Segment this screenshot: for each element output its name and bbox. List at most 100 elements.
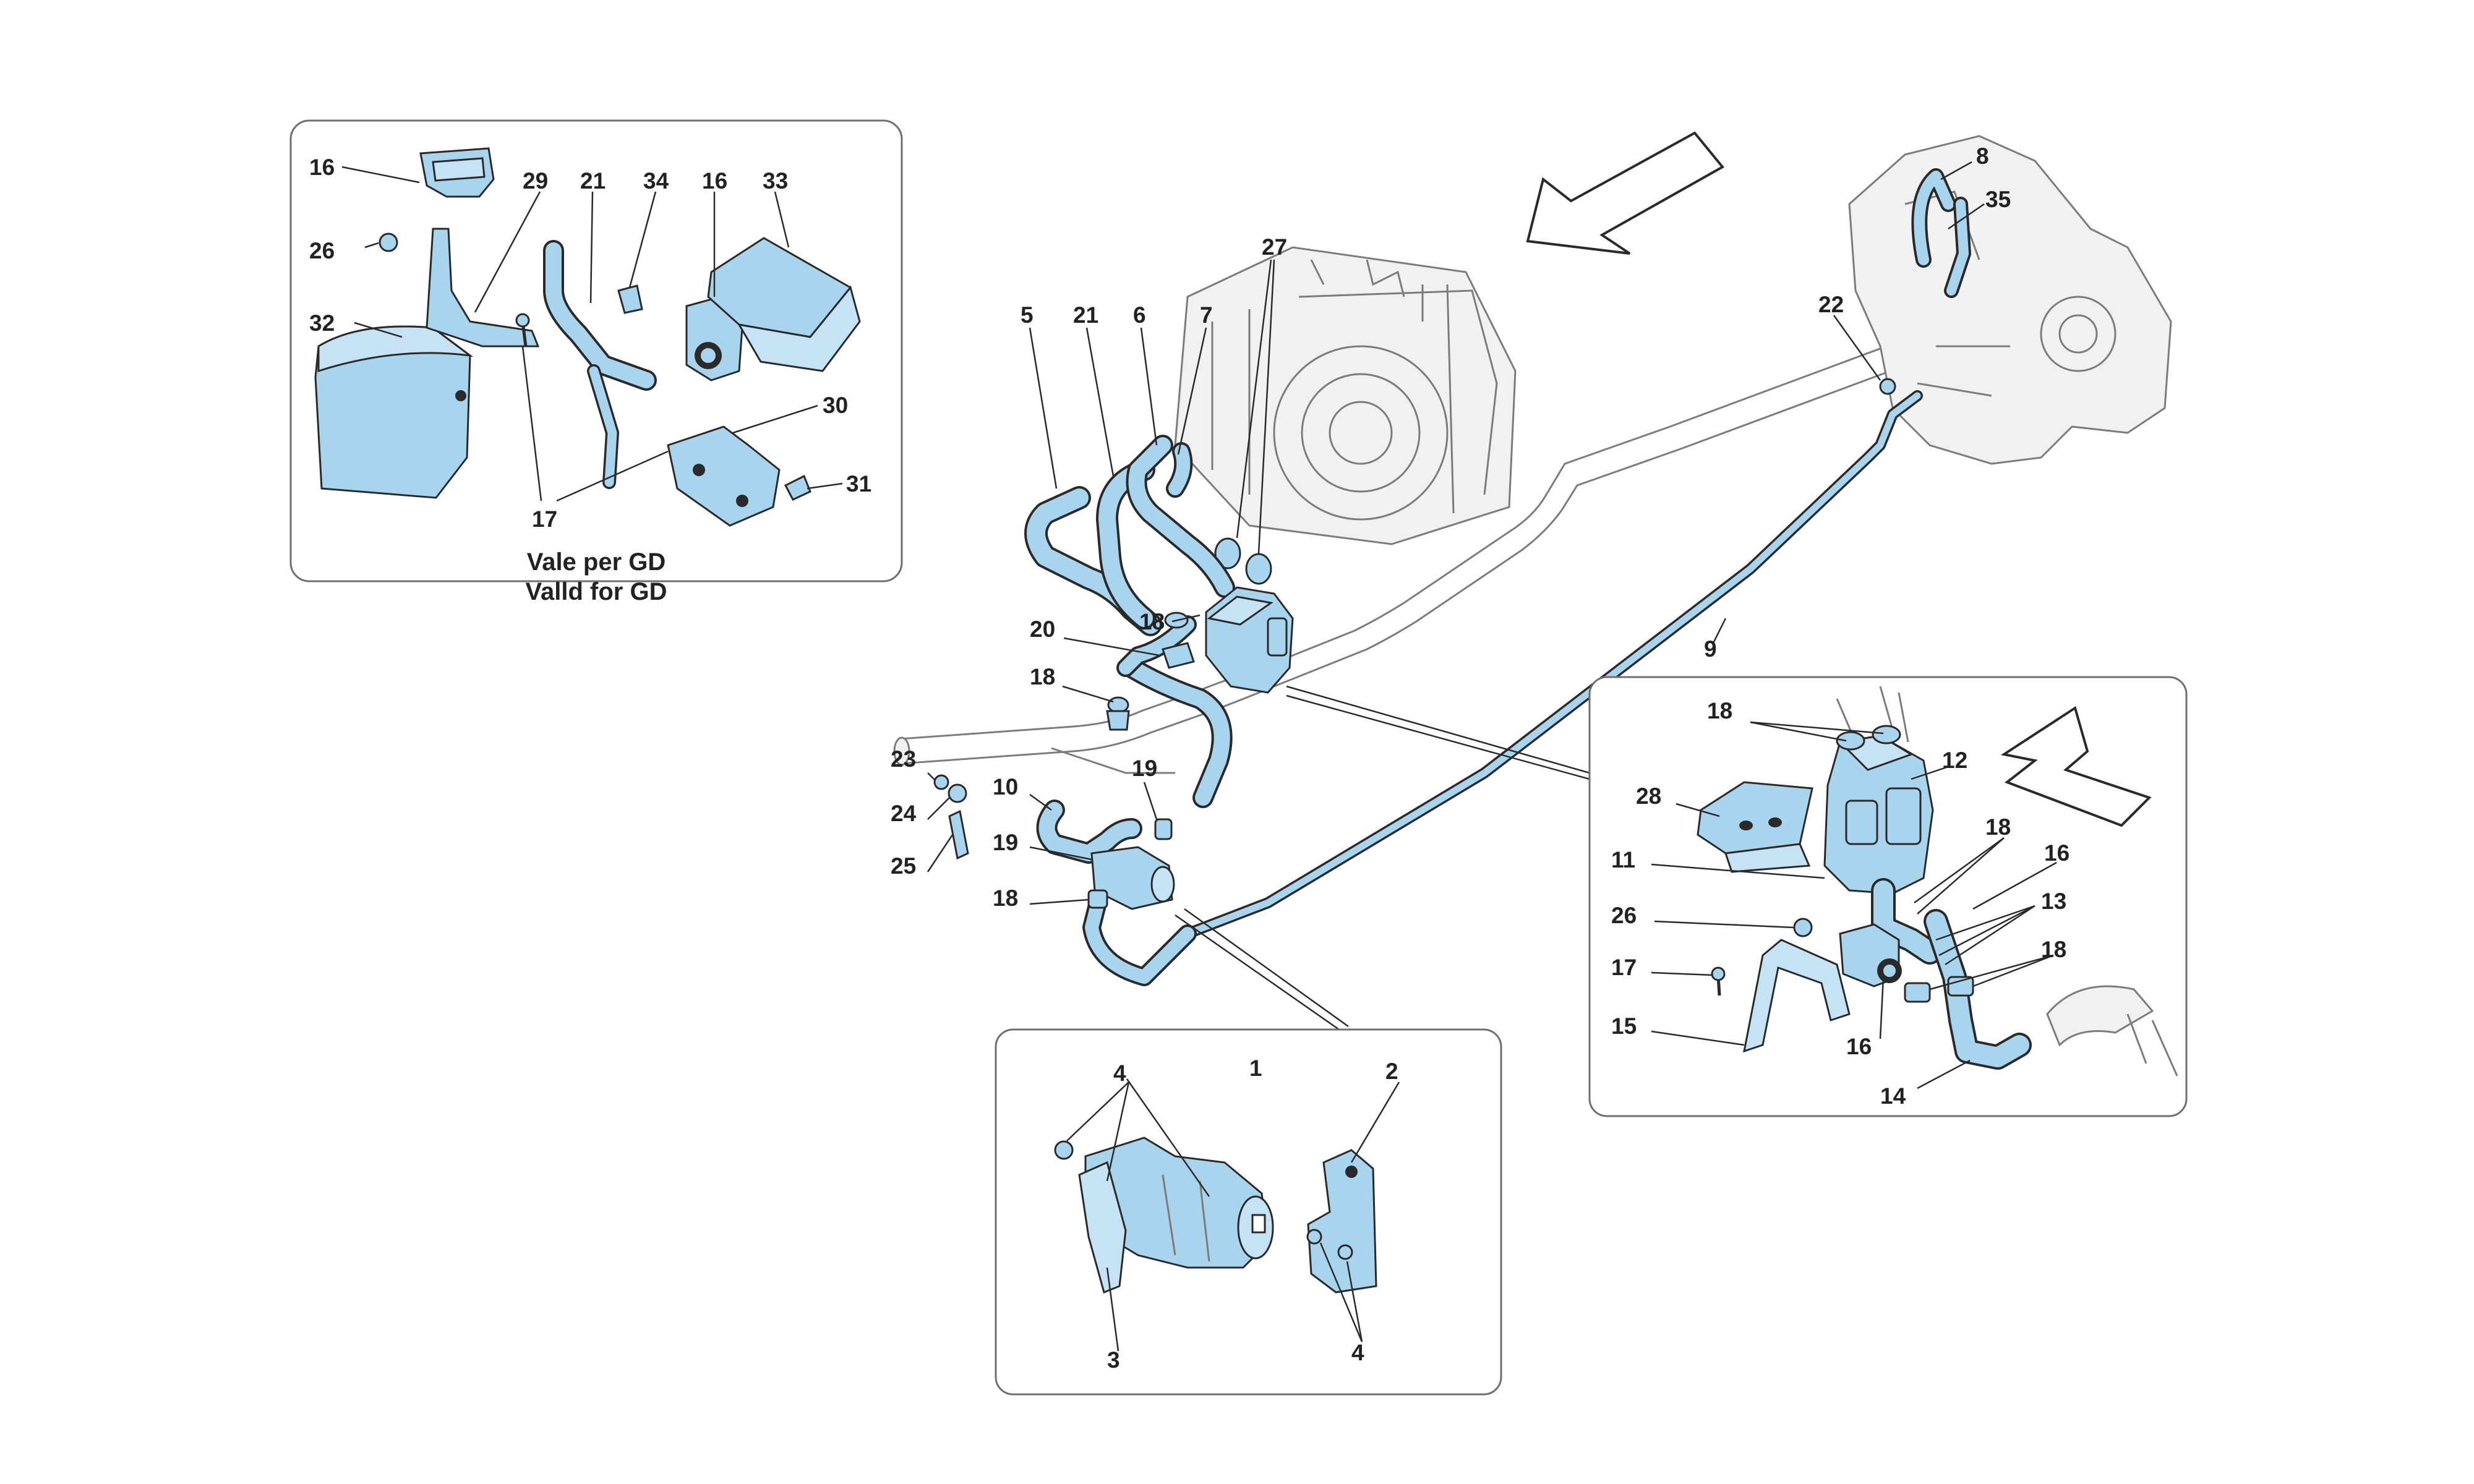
callout-6: 6 xyxy=(1133,302,1146,328)
grommet-24 xyxy=(948,783,967,803)
hose-lower xyxy=(1116,615,1233,808)
protective-cover-32 xyxy=(314,325,474,499)
callout-9: 9 xyxy=(1704,636,1717,662)
hose-21-main xyxy=(1096,459,1155,629)
callout-17: 17 xyxy=(532,506,557,532)
callout-4-top: 4 xyxy=(1113,1060,1126,1086)
callout-1: 1 xyxy=(1249,1055,1262,1081)
clip-34 xyxy=(617,284,643,314)
inset-pump-detail: 4 1 2 3 4 xyxy=(995,1028,1502,1396)
callout-2: 2 xyxy=(1385,1059,1398,1084)
callout-33: 33 xyxy=(763,168,788,194)
callout-12: 12 xyxy=(1942,748,1967,773)
seal-27-a xyxy=(1214,537,1241,569)
callout-18-main: 18 xyxy=(1139,609,1165,634)
bracket-15 xyxy=(1743,939,1851,1053)
nut-23 xyxy=(933,774,949,790)
clamp-18-inset-b xyxy=(1872,725,1901,744)
inset-caption-it: Vale per GD xyxy=(527,548,666,576)
clamp-18-b xyxy=(1107,696,1129,714)
direction-arrow-inset xyxy=(2000,706,2152,827)
callout-18-inset-top: 18 xyxy=(1707,698,1732,723)
callout-35: 35 xyxy=(1985,187,2011,212)
callout-11: 11 xyxy=(1611,847,1635,872)
callout-34: 34 xyxy=(643,168,669,194)
hose-6 xyxy=(1126,435,1235,598)
clamp-18-inset-d xyxy=(1947,976,1974,997)
callout-32: 32 xyxy=(309,310,335,336)
clip-31 xyxy=(784,474,811,501)
bracket-30 xyxy=(667,425,781,527)
screw-4-c xyxy=(1337,1244,1353,1260)
callout-22: 22 xyxy=(1818,292,1844,317)
callout-29: 29 xyxy=(523,168,548,194)
inset-valve-detail: 18 12 28 11 18 16 26 13 18 17 15 16 14 xyxy=(1588,676,2188,1117)
callout-3: 3 xyxy=(1107,1347,1120,1373)
callout-18-b: 18 xyxy=(1030,664,1055,689)
callout-23: 23 xyxy=(891,746,916,772)
water-valve-12 xyxy=(1823,735,1934,895)
washer-26 xyxy=(379,232,398,252)
ghost-hvac-unit xyxy=(1174,246,1517,545)
water-valve-main xyxy=(1205,586,1294,694)
callout-4-bottom: 4 xyxy=(1351,1340,1364,1365)
screw-25 xyxy=(948,809,969,860)
callout-19-b: 19 xyxy=(993,830,1018,855)
inset-caption-en: Valld for GD xyxy=(526,578,667,605)
callout-24: 24 xyxy=(891,801,917,826)
callout-28: 28 xyxy=(1636,783,1661,809)
callout-17-inset: 17 xyxy=(1611,955,1637,980)
callout-8: 8 xyxy=(1976,143,1989,169)
callout-7: 7 xyxy=(1200,302,1213,328)
callout-16: 16 xyxy=(309,155,335,180)
inset-gd-variant: 16 29 21 34 16 33 26 32 30 17 31 Vale pe… xyxy=(289,119,903,605)
callout-5: 5 xyxy=(1021,302,1034,328)
callout-14: 14 xyxy=(1880,1083,1906,1109)
callout-18-c: 18 xyxy=(993,885,1018,911)
direction-arrow-top xyxy=(1526,131,1725,255)
callout-15: 15 xyxy=(1611,1013,1637,1039)
callout-21-main: 21 xyxy=(1073,302,1098,328)
callout-26: 26 xyxy=(309,238,335,263)
callout-18-inset-low: 18 xyxy=(2041,937,2066,962)
screw-4-b xyxy=(1306,1229,1322,1245)
rubber-mount-16-top xyxy=(419,147,495,198)
callout-27: 27 xyxy=(1262,234,1287,260)
callout-10: 10 xyxy=(993,774,1018,800)
screw-4-a xyxy=(1054,1140,1074,1160)
heat-shield-33 xyxy=(707,237,861,372)
callout-21: 21 xyxy=(580,168,606,194)
callout-18-inset-mid: 18 xyxy=(1985,814,2011,840)
clip-20 xyxy=(1162,642,1195,669)
callout-25: 25 xyxy=(891,853,916,879)
pipe-9 xyxy=(1182,390,1923,939)
callout-20: 20 xyxy=(1030,616,1055,642)
callout-26-inset: 26 xyxy=(1611,903,1637,928)
heat-shield-28 xyxy=(1697,781,1813,873)
clamp-18-c xyxy=(1087,889,1108,909)
bracket-29 xyxy=(426,228,540,348)
washer-26-inset xyxy=(1793,918,1813,937)
hose-7 xyxy=(1166,442,1193,498)
screw-17-inset xyxy=(515,313,530,347)
connector-to-valve-inset xyxy=(1286,685,1590,774)
clamp-18-inset-c xyxy=(1904,982,1931,1003)
seal-27-b xyxy=(1245,553,1272,585)
screw-17-valve-inset xyxy=(1711,966,1726,996)
connector-to-pump-inset xyxy=(1175,914,1340,1031)
rubber-mount-16-second xyxy=(685,296,743,382)
electric-pump-1 xyxy=(1084,1136,1274,1269)
callout-19-a: 19 xyxy=(1132,756,1157,781)
callout-31: 31 xyxy=(846,471,871,497)
callout-16-inset-low: 16 xyxy=(1846,1034,1872,1059)
callout-13: 13 xyxy=(2041,889,2066,914)
clamp-19-a xyxy=(1154,818,1173,840)
bracket-3 xyxy=(1078,1161,1127,1294)
clamp-18-inset-a xyxy=(1836,731,1865,751)
callout-30: 30 xyxy=(823,393,848,418)
callout-16-b: 16 xyxy=(702,168,727,194)
clip-22 xyxy=(1879,378,1896,395)
callout-16-inset: 16 xyxy=(2044,840,2070,866)
bracket-2 xyxy=(1307,1149,1377,1294)
